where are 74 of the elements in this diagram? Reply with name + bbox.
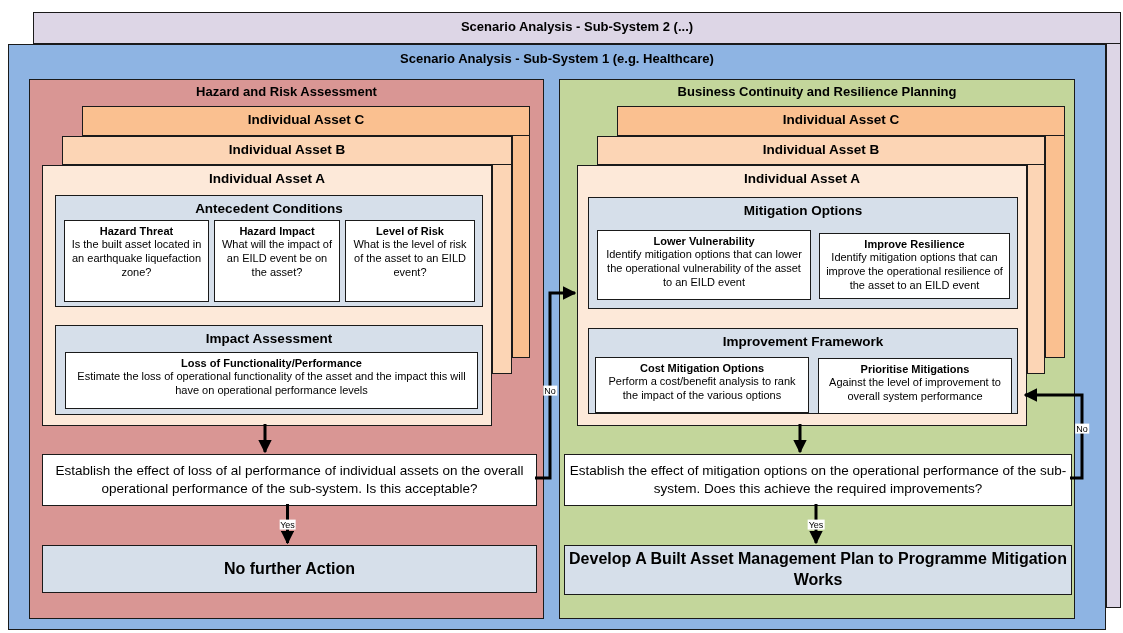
asset-card (617, 106, 1065, 136)
heading: Individual Asset A (209, 171, 325, 188)
info-box (819, 233, 1010, 299)
card-edge (1027, 165, 1045, 374)
group-box (588, 328, 1018, 414)
card-edge (1106, 44, 1121, 608)
heading: Lower Vulnerability (653, 235, 755, 249)
decision-box (564, 454, 1072, 506)
heading: Individual Asset B (762, 142, 880, 159)
heading: Hazard Threat (99, 225, 174, 239)
question-text: Establish the effect of mitigation options on the operational performance of the sub-system. Does this achieve the required improvements? (569, 462, 1067, 498)
heading: Antecedent Conditions (195, 201, 343, 218)
info-box (595, 357, 809, 413)
info-box (64, 220, 209, 302)
edge-label: No (1075, 423, 1089, 434)
info-box (345, 220, 475, 302)
outcome-box (42, 545, 537, 593)
edge-label: No (543, 385, 557, 396)
edge-label: Yes (807, 519, 825, 530)
arrow (809, 504, 823, 545)
arrow (793, 424, 807, 454)
heading: Prioritise Mitigations (860, 363, 970, 377)
description: Perform a cost/benefit analysis to rank the impact of the various options (607, 375, 797, 403)
description: Is the built asset located in an earthquake liquefaction zone? (70, 238, 203, 280)
description: What will the impact of an EILD event be on the asset? (220, 238, 333, 280)
info-box (214, 220, 340, 302)
info-box (65, 352, 478, 409)
heading: Individual Asset B (228, 142, 346, 159)
description: Identify mitigation options that can lower the operational vulnerability of the asset to an EILD event (605, 248, 803, 290)
outcome-text: No further Action (224, 558, 355, 579)
heading: Cost Mitigation Options (639, 362, 764, 376)
heading: Scenario Analysis - Sub-System 2 (...) (460, 19, 694, 35)
info-box (597, 230, 811, 300)
group-box (55, 195, 483, 307)
arrow (280, 504, 295, 545)
asset-card (597, 136, 1045, 165)
group-box (588, 197, 1018, 309)
heading: Hazard and Risk Assessment (196, 84, 377, 100)
arrow (535, 286, 577, 480)
phase-panel (29, 79, 544, 619)
heading: Scenario Analysis - Sub-System 1 (e.g. Healthcare) (400, 51, 714, 67)
card-edge (492, 165, 512, 374)
heading: Business Continuity and Resilience Planning (677, 84, 957, 100)
card-edge (512, 136, 530, 358)
edge-label: Yes (279, 519, 296, 530)
heading: Mitigation Options (743, 203, 863, 220)
asset-card (62, 136, 512, 165)
asset-card (42, 165, 492, 426)
arrow (1023, 388, 1084, 480)
outcome-text: Develop A Built Asset Management Plan to Programme Mitigation Works (569, 549, 1067, 590)
phase-panel (559, 79, 1075, 619)
heading: Impact Assessment (205, 331, 333, 348)
asset-card (82, 106, 530, 136)
heading: Hazard Impact (239, 225, 315, 239)
heading: Individual Asset C (247, 112, 365, 129)
description: Identify mitigation options that can improve the operational resilience of the asset to an EILD event (825, 251, 1004, 293)
heading: Improve Resilience (864, 238, 965, 252)
heading: Level of Risk (376, 225, 444, 239)
heading: Loss of Functionality/Performance (181, 357, 362, 371)
description: Estimate the loss of operational functionality of the asset and the impact this will have on operational performance levels (76, 370, 467, 398)
heading: Improvement Framework (722, 334, 884, 351)
heading: Individual Asset C (782, 112, 900, 129)
description: What is the level of risk of the asset to an EILD event? (352, 238, 468, 280)
decision-box (42, 454, 537, 506)
arrow (258, 424, 272, 454)
card-edge (1045, 136, 1065, 358)
system-panel (33, 12, 1121, 44)
group-box (55, 325, 483, 415)
description: Against the level of improvement to overall system performance (828, 376, 1002, 404)
info-box (818, 358, 1012, 414)
asset-card (577, 165, 1027, 426)
question-text: Establish the effect of loss of al performance of individual assets on the overall operational performance of the sub-system. Is this acceptable? (54, 462, 525, 498)
heading: Individual Asset A (744, 171, 860, 188)
system-panel (8, 44, 1106, 630)
